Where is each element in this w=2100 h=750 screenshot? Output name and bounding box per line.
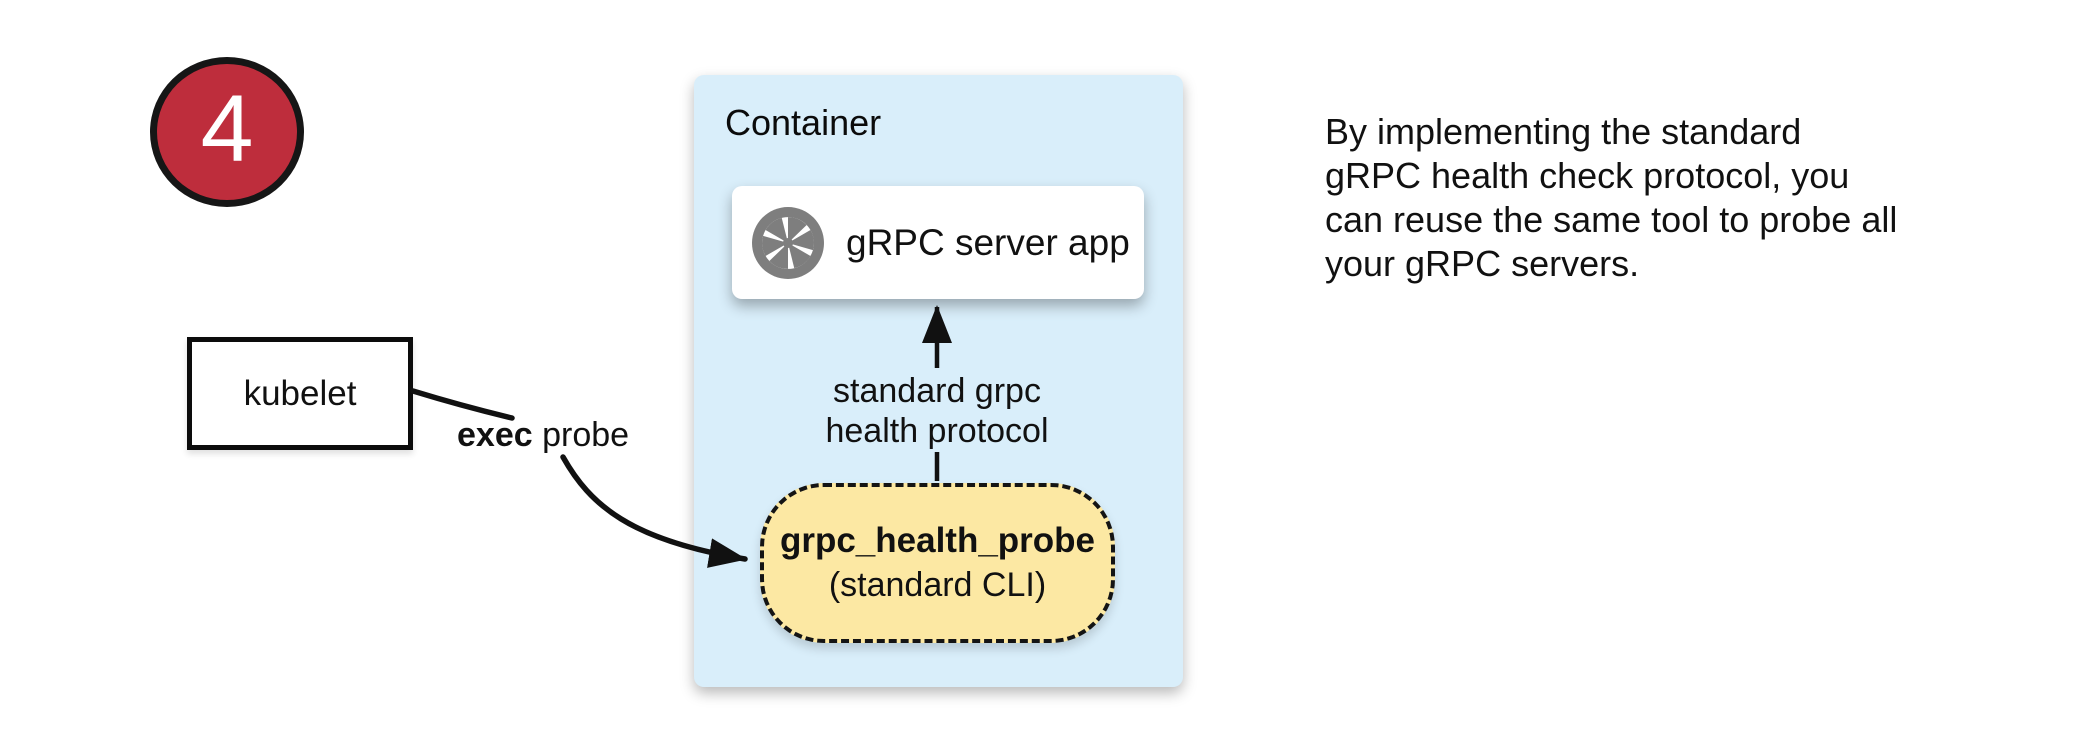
grpc-server-box: gRPC server app xyxy=(732,186,1144,299)
kubelet-label: kubelet xyxy=(243,373,357,413)
exec-probe-label-rest: probe xyxy=(532,416,630,454)
grpc-health-probe-pill: grpc_health_probe (standard CLI) xyxy=(760,483,1115,643)
kubelet-box: kubelet xyxy=(187,337,413,450)
protocol-label: standard grpc health protocol xyxy=(825,372,1049,450)
container-label: Container xyxy=(725,102,882,143)
step-number: 4 xyxy=(200,75,254,182)
step-badge: 4 xyxy=(150,57,304,207)
probe-subtitle: (standard CLI) xyxy=(828,565,1047,604)
exec-probe-label-bold: exec xyxy=(457,416,533,454)
description-text: By implementing the standard gRPC health… xyxy=(1325,111,1898,284)
exec-probe-label: exec probe xyxy=(457,416,629,455)
aperture-icon xyxy=(752,206,824,279)
probe-title: grpc_health_probe xyxy=(779,521,1096,561)
grpc-server-label: gRPC server app xyxy=(846,221,1130,263)
